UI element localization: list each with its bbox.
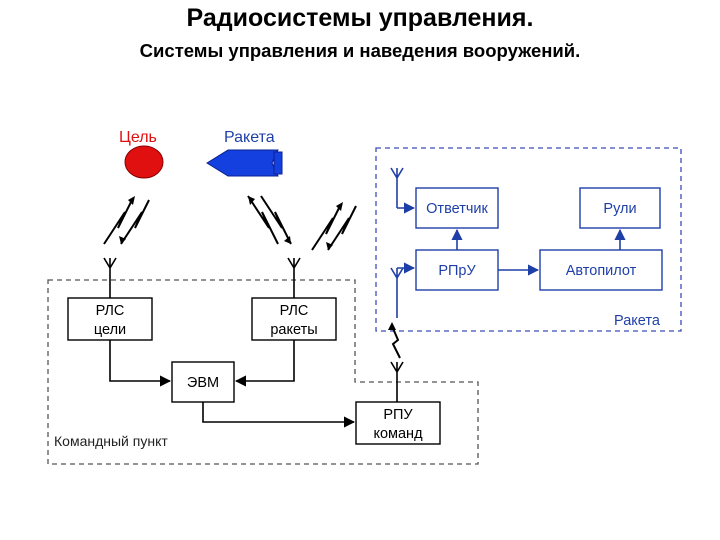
rocket-boundary [375,147,682,332]
rpru-label: РПрУ [438,263,476,279]
page-subtitle: Системы управления и наведения вооружени… [139,40,581,61]
rudders-label: Рули [603,201,636,217]
rpu-label-1: РПУ [383,407,413,423]
command-post-label: Командный пункт [54,433,168,449]
rocket-icon [206,149,283,177]
antenna-icon [390,167,404,208]
target-label: Цель [119,129,157,146]
radio-link-rocket [247,195,292,245]
rocket-group-label: Ракета [614,313,661,329]
transponder-label: Ответчик [426,201,488,217]
wire-rls-rocket-to-computer [234,340,295,387]
radio-link-target [103,196,150,245]
rpru-block [415,249,499,291]
radio-link-rocket-uplink [311,202,357,251]
rls-rocket-label-2: ракеты [270,322,317,338]
rudders-block [579,187,661,229]
target-icon [124,145,164,179]
rpu-label-2: команд [373,426,423,442]
computer-block [171,361,235,403]
wire-computer-to-rpu [202,402,356,428]
radio-link-command [388,322,401,359]
autopilot-label: Автопилот [566,263,637,279]
rls-rocket-label-1: РЛС [280,303,309,319]
autopilot-block [539,249,663,291]
page-title: Радиосистемы управления. [186,4,534,32]
antenna-icon [390,267,404,318]
antenna-icon [390,361,404,402]
antenna-icon [287,257,301,298]
computer-label: ЭВМ [187,375,219,391]
antenna-icon [103,257,117,298]
rocket-label: Ракета [224,129,275,146]
rls-target-label-1: РЛС [96,303,125,319]
wire-rls-target-to-computer [109,340,172,387]
rpu-commands-block [355,401,441,445]
transponder-block [415,187,499,229]
command-post-boundary [47,279,479,465]
rls-target-label-2: цели [94,322,126,338]
rls-rocket-block [251,297,337,341]
